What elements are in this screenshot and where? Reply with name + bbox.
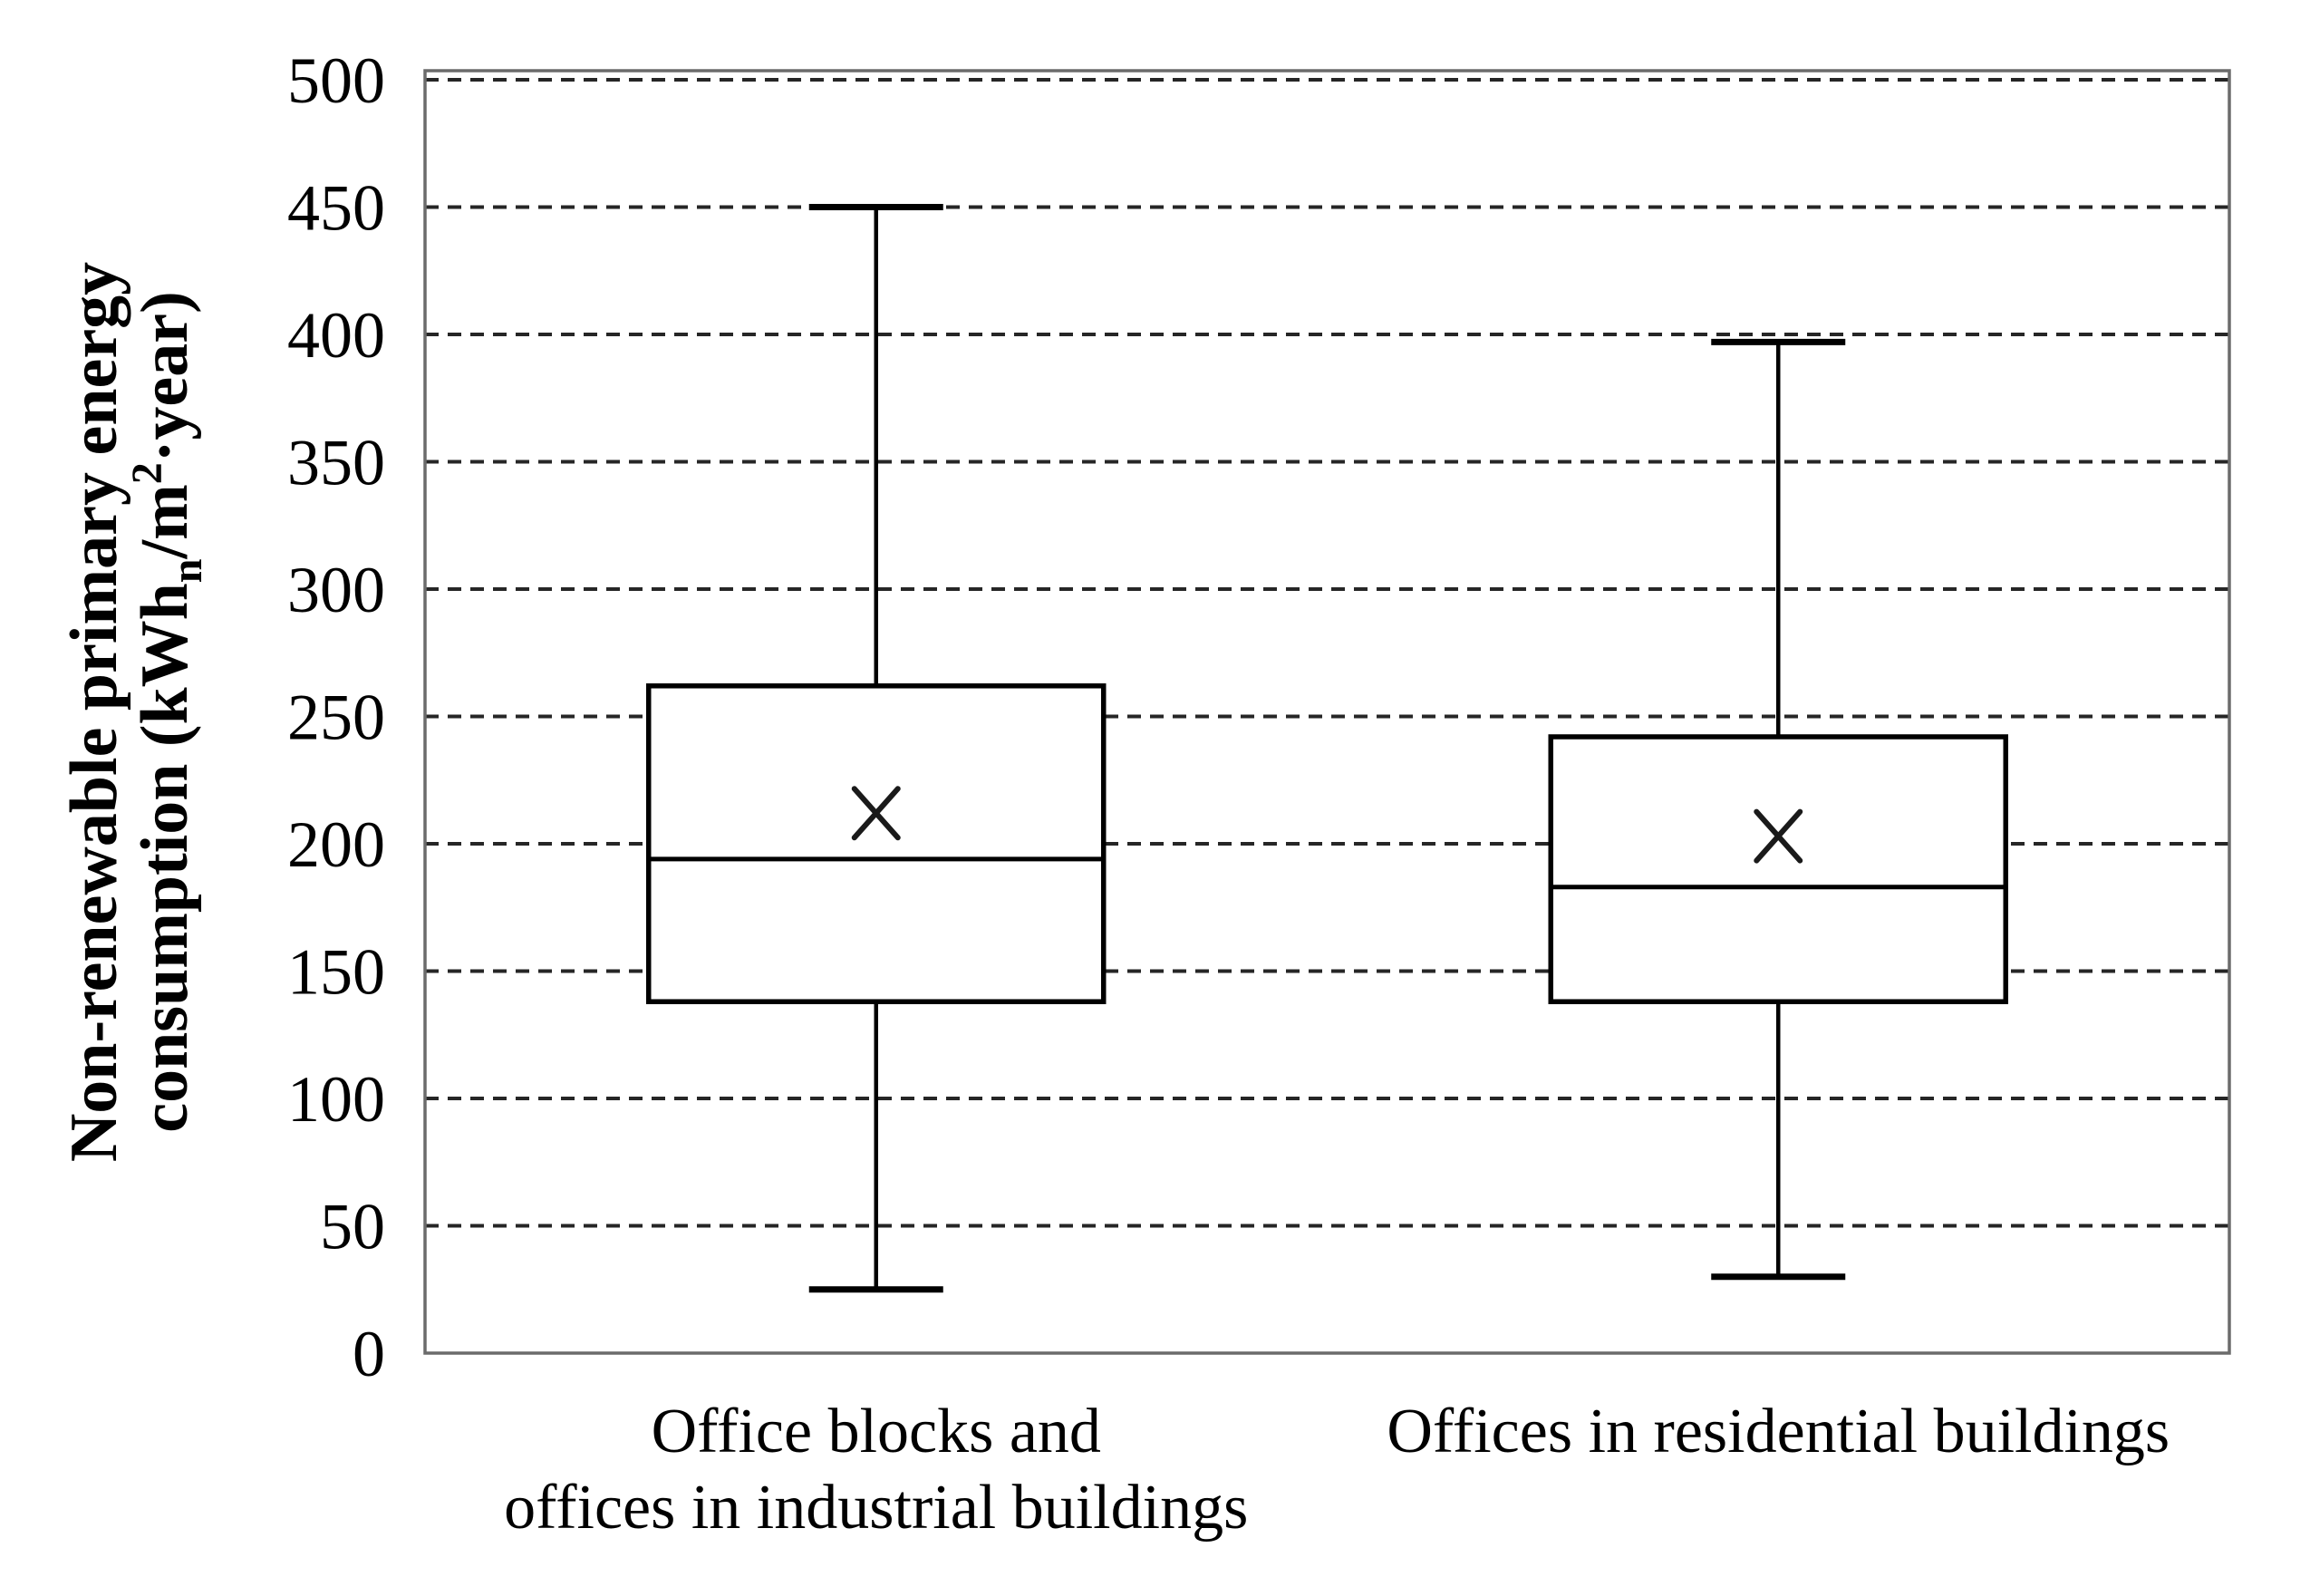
y-tick-label-50: 50 bbox=[320, 1191, 385, 1263]
category-label-0: Office blocks and offices in industrial b… bbox=[504, 1397, 1248, 1543]
category-label-0-line1: Office blocks and bbox=[652, 1397, 1101, 1466]
gridlines bbox=[425, 78, 2229, 1228]
category-label-0-line2: offices in industrial buildings bbox=[504, 1473, 1248, 1543]
mean-marker-stroke-b-1 bbox=[1754, 808, 1803, 864]
y-tick-label-100: 100 bbox=[287, 1063, 385, 1136]
box-series-1 bbox=[1548, 338, 2008, 1281]
y-tick-label-150: 150 bbox=[287, 936, 385, 1009]
mean-marker-1 bbox=[1754, 808, 1803, 864]
y-tick-label-200: 200 bbox=[287, 808, 385, 881]
y-tick-label-400: 400 bbox=[287, 299, 385, 372]
y-axis-title-line2: consumption (kWhn/m2·year) bbox=[123, 291, 211, 1132]
mean-marker-0 bbox=[851, 786, 901, 841]
y-tick-label-500: 500 bbox=[287, 44, 385, 117]
iqr-box-1 bbox=[1548, 734, 2008, 1004]
iqr-box-0 bbox=[646, 683, 1107, 1004]
mean-marker-stroke-b-0 bbox=[851, 786, 901, 841]
y-tick-label-350: 350 bbox=[287, 427, 385, 499]
y-tick-label-0: 0 bbox=[353, 1318, 385, 1390]
y-tick-label-450: 450 bbox=[287, 172, 385, 245]
y-tick-label-250: 250 bbox=[287, 682, 385, 754]
category-label-1: Offices in residential buildings bbox=[1387, 1397, 2170, 1466]
y-tick-label-300: 300 bbox=[287, 554, 385, 626]
y-axis-tick-labels: 0 50 100 150 200 250 300 350 400 450 500 bbox=[287, 44, 385, 1390]
y-axis-title-line1: Non-renewable primary energy bbox=[57, 262, 131, 1162]
box-series-0 bbox=[646, 204, 1107, 1293]
category-label-1-line1: Offices in residential buildings bbox=[1387, 1397, 2170, 1466]
plot-frame bbox=[423, 69, 2231, 1355]
